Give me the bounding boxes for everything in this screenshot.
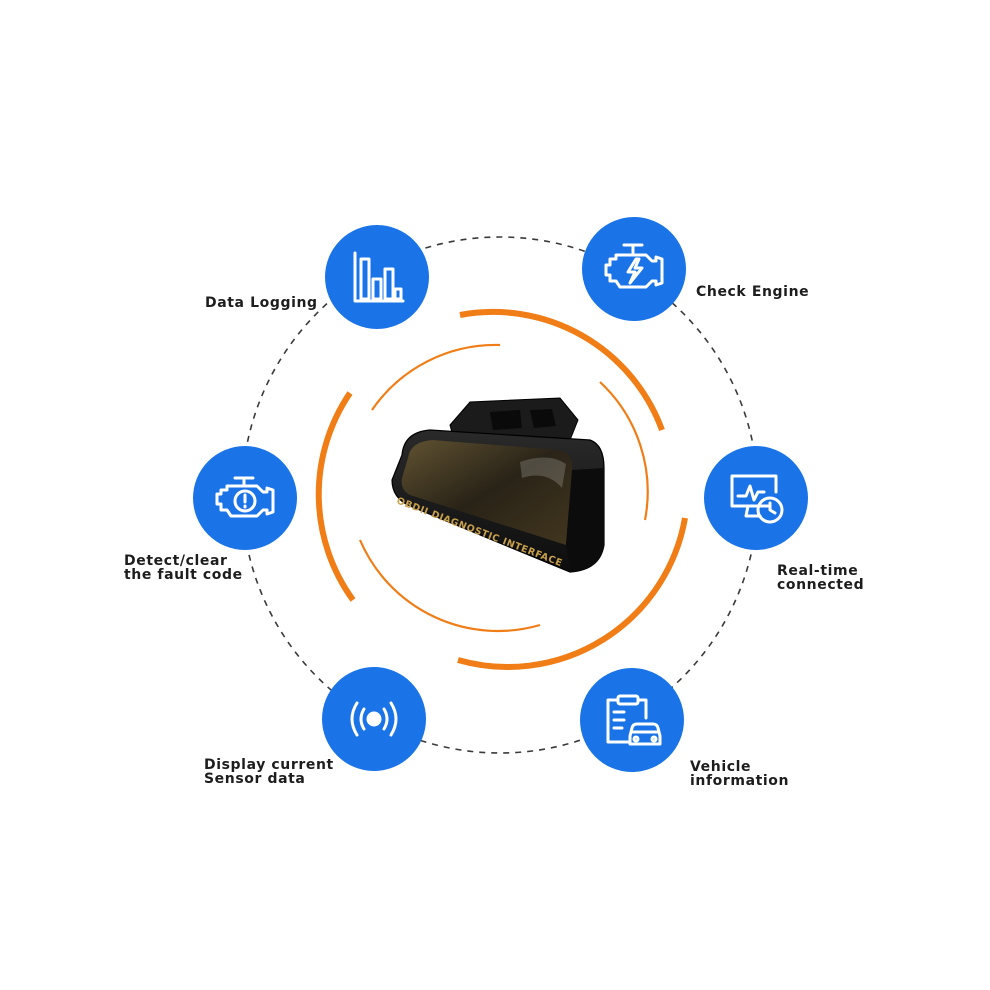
- feature-fault-code: [193, 446, 297, 550]
- feature-label-fault-code: Detect/clear the fault code: [124, 553, 243, 583]
- monitor-clock-icon: [730, 474, 784, 524]
- engine-alert-icon: [215, 476, 275, 518]
- feature-check-engine: [582, 217, 686, 321]
- bar-chart-icon: [353, 251, 405, 303]
- sensor-signal-icon: [350, 701, 398, 737]
- orange-inner-arc-top: [371, 343, 501, 411]
- feature-label-vehicle-info: Vehicle information: [690, 759, 790, 789]
- orange-inner-arc-right: [599, 381, 649, 521]
- orange-inner-arc-bottom: [358, 539, 541, 633]
- feature-sensor-data: [322, 667, 426, 771]
- orange-arc-left: [315, 391, 356, 602]
- obd-device: OBDII DIAGNOSTIC INTERFACE: [391, 397, 605, 573]
- feature-real-time: [704, 446, 808, 550]
- orange-arc-top: [459, 308, 665, 432]
- feature-label-check-engine: Check Engine: [696, 284, 810, 300]
- engine-warning-icon: [604, 243, 664, 289]
- orange-arc-bottom: [457, 517, 688, 670]
- car-clipboard-icon: [606, 694, 662, 746]
- feature-vehicle-info: [580, 668, 684, 772]
- feature-label-real-time: Real-time connected: [777, 563, 865, 593]
- feature-label-data-logging: Data Logging: [205, 295, 318, 311]
- feature-data-logging: [325, 225, 429, 329]
- feature-label-sensor-data: Display current Sensor data: [204, 757, 334, 787]
